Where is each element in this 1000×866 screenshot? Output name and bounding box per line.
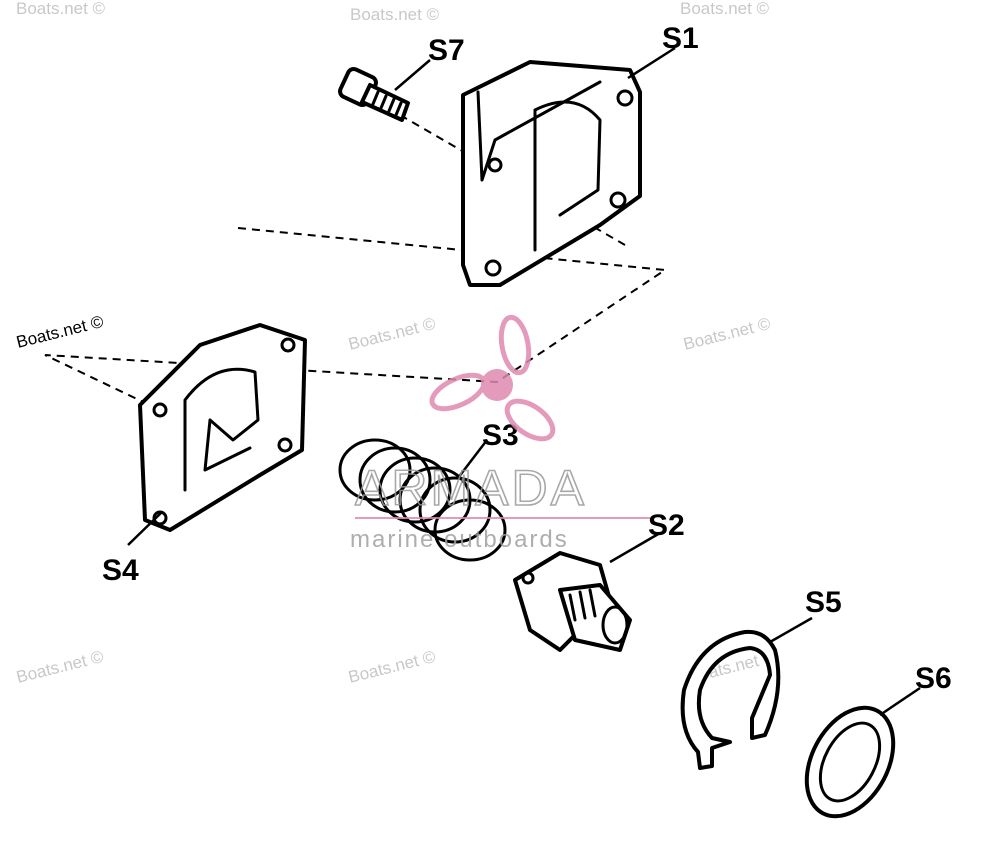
- clip-outline: [680, 629, 781, 770]
- brand-tagline: marine outboards: [350, 526, 569, 553]
- gasket-part: [138, 323, 307, 532]
- cover-bolt-hole: [484, 259, 502, 277]
- leader-lines: [127, 46, 921, 717]
- bolt-threads: [371, 90, 403, 117]
- gasket-bolt-hole: [152, 510, 168, 526]
- spring-coil: [338, 438, 412, 502]
- leader-s3: [457, 439, 488, 479]
- spring-coil: [433, 498, 507, 562]
- leader-s2: [609, 531, 661, 564]
- watermark-text-dark: Boats.net ©: [14, 312, 105, 352]
- thermostat-cover-part: [461, 60, 642, 287]
- seal-inner-ring: [818, 721, 882, 803]
- seal-outer-ring: [804, 705, 896, 819]
- leader-s6: [879, 686, 921, 717]
- watermark-text: Boats.net ©: [350, 5, 440, 24]
- callout-s4: S4: [102, 554, 139, 587]
- cover-opening: [533, 100, 602, 252]
- brand-logo: ARMADA marine outboards: [350, 314, 650, 553]
- thermostat-valve: [601, 605, 629, 645]
- callout-s7: S7: [428, 34, 465, 67]
- watermark-text: Boats.net ©: [16, 0, 106, 18]
- bolt-part: [338, 67, 410, 122]
- spring-part: [338, 438, 507, 562]
- cover-face-edge: [476, 80, 602, 182]
- gasket-opening: [183, 367, 260, 492]
- seal-part: [804, 705, 896, 819]
- watermark-text: Boats.net ©: [680, 0, 770, 18]
- leader-s1: [627, 46, 676, 80]
- spring-coil: [418, 476, 492, 544]
- callout-s6: S6: [915, 662, 952, 695]
- leader-s4: [127, 511, 163, 546]
- thermostat-part: [513, 551, 632, 652]
- cover-body: [461, 60, 642, 287]
- gasket-bolt-hole: [280, 337, 296, 353]
- watermark-text: Boats.net ©: [346, 647, 437, 687]
- cover-bolt-hole: [616, 89, 634, 107]
- watermark-text: Boats.net ©: [14, 647, 105, 687]
- watermark-text: Boats.net ©: [346, 314, 437, 354]
- spring-coil: [358, 446, 432, 514]
- leader-s7: [394, 59, 431, 91]
- watermark-text: Boats.net ©: [681, 314, 772, 354]
- cover-bolt-hole: [609, 191, 627, 209]
- callout-s2: S2: [648, 509, 685, 542]
- brand-name: ARMADA: [355, 460, 587, 516]
- gasket-bolt-hole: [277, 437, 293, 453]
- cover-bolt-hole: [487, 157, 503, 173]
- gasket-bolt-hole: [152, 402, 168, 418]
- gasket-outline: [138, 323, 307, 532]
- spring-coil: [378, 456, 452, 524]
- clip-part: [680, 629, 781, 770]
- callout-s5: S5: [805, 586, 842, 619]
- leader-s5: [769, 616, 813, 644]
- thermostat-coil: [568, 588, 597, 622]
- gasket-alignment-line: [44, 227, 668, 411]
- propeller-icon: [429, 314, 556, 442]
- thermostat-hole: [521, 571, 535, 585]
- callout-s1: S1: [662, 22, 699, 55]
